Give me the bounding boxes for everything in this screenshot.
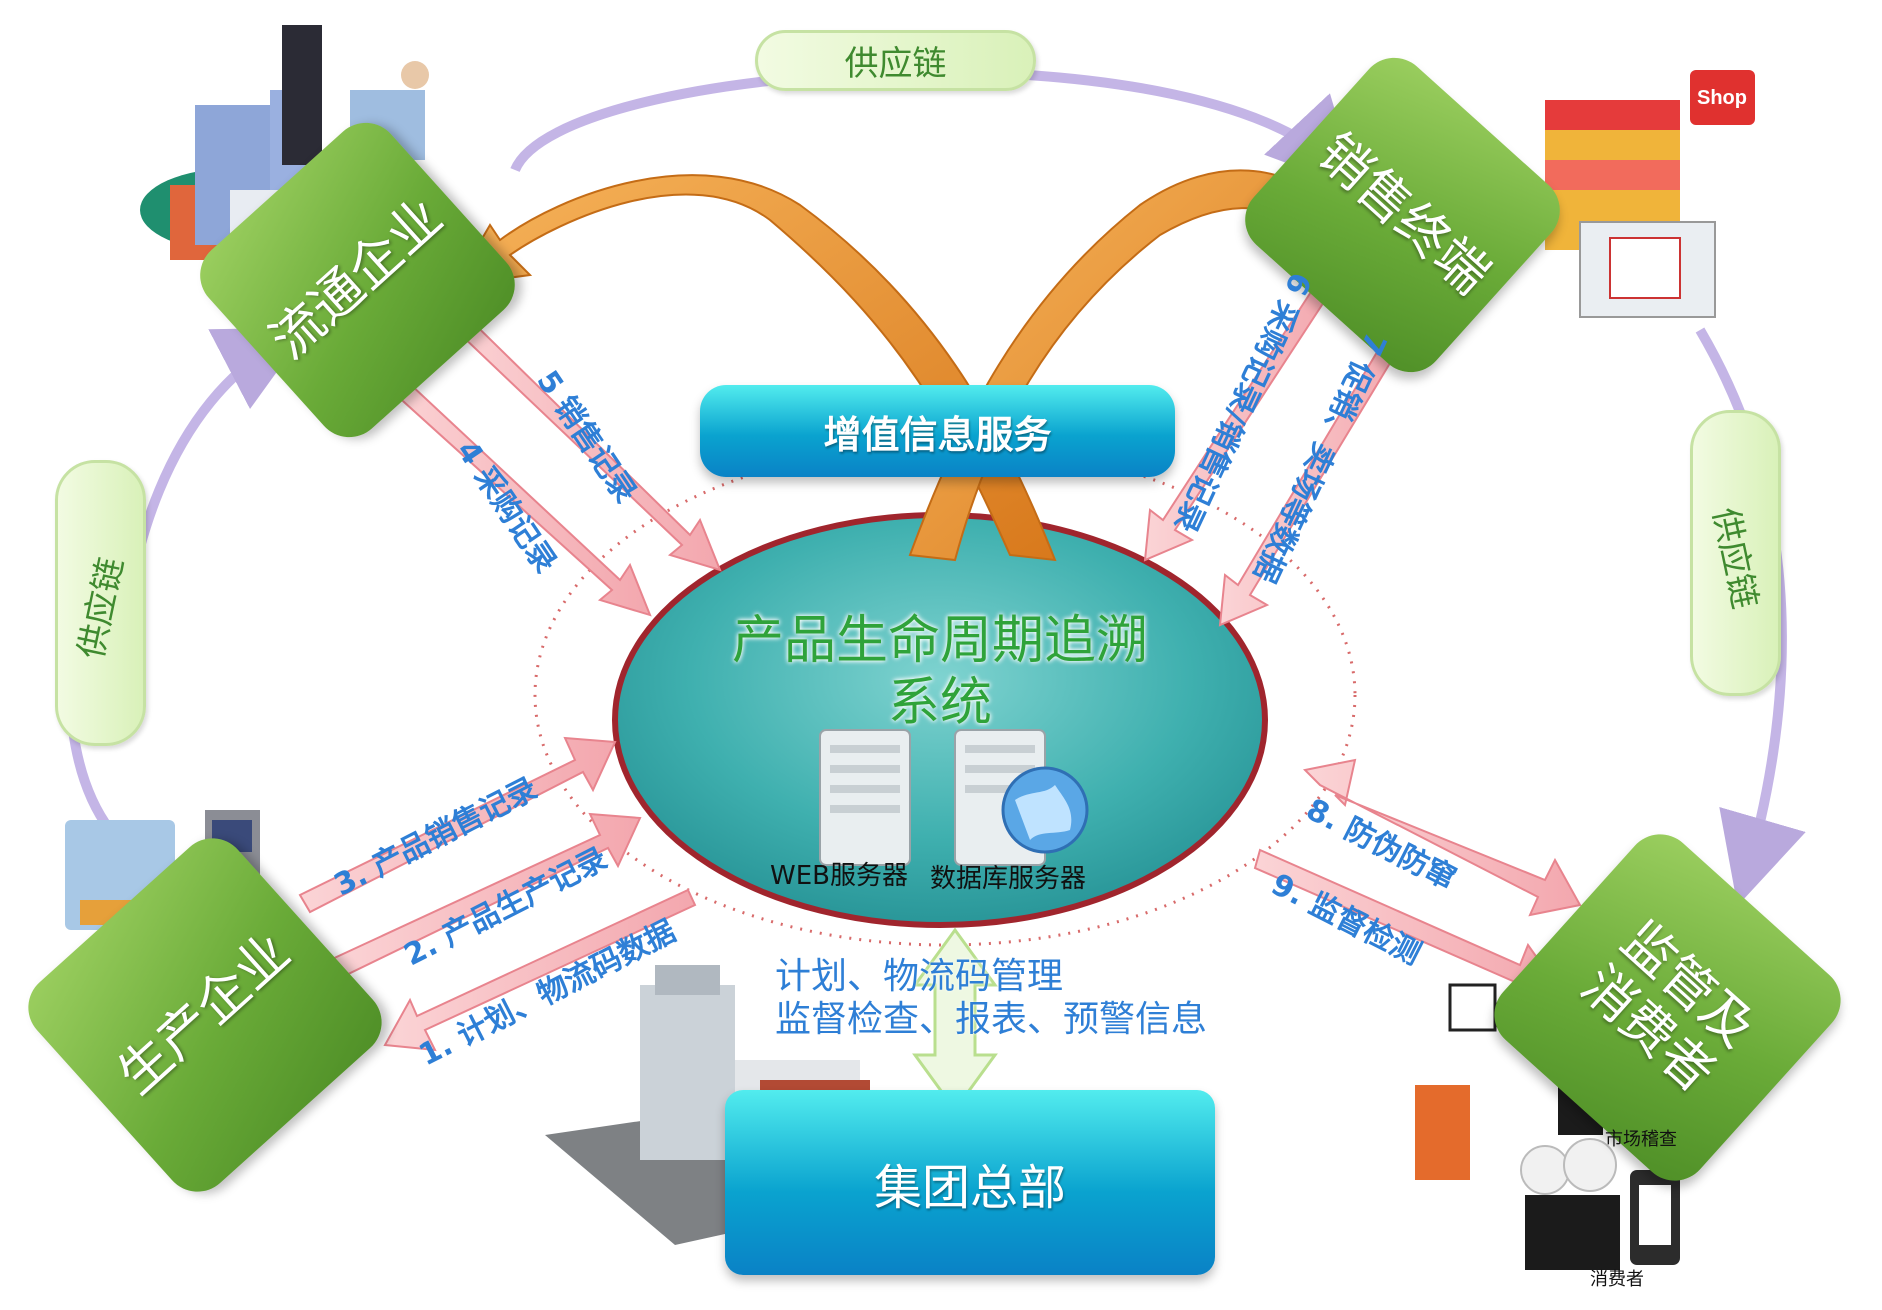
system-title-line2: 系统 <box>887 673 992 734</box>
system-dotted-ring <box>533 443 1357 947</box>
production-company-label: 生产企业 <box>107 922 302 1107</box>
supply-chain-pill-right: 供应链 <box>1690 410 1781 696</box>
hq-info-line1: 计划、物流码管理 <box>775 956 1064 997</box>
hq-info: 计划、物流码管理 监督检查、报表、预警信息 <box>775 955 1207 1041</box>
market-inspection-label: 市场稽查 <box>1605 1129 1677 1150</box>
value-added-service-bar[interactable]: 增值信息服务 <box>700 385 1175 477</box>
database-server-icon <box>954 729 1089 866</box>
headquarters-bar[interactable]: 集团总部 <box>725 1090 1215 1275</box>
hq-info-line2: 监督检查、报表、预警信息 <box>775 999 1208 1041</box>
shop-icon: Shop <box>1545 70 1755 318</box>
shop-sign: Shop <box>1697 87 1747 109</box>
system-title: 产品生命周期追溯 系统 <box>680 610 1200 735</box>
supply-chain-pill-left: 供应链 <box>55 460 146 746</box>
db-server-label: 数据库服务器 <box>930 864 1087 894</box>
consumer-label: 消费者 <box>1590 1269 1644 1290</box>
value-added-service-label: 增值信息服务 <box>823 412 1052 457</box>
value-added-arrows <box>453 169 1362 562</box>
distribution-company-label: 流通企业 <box>259 187 455 372</box>
retail-terminal-label: 销售终端 <box>1305 122 1501 307</box>
supply-chain-pill-top: 供应链 <box>755 30 1036 91</box>
headquarters-label: 集团总部 <box>873 1159 1066 1216</box>
web-server-label: WEB服务器 <box>770 861 908 891</box>
web-server-icon <box>819 729 911 866</box>
system-title-line1: 产品生命周期追溯 <box>731 611 1148 671</box>
flow-arrows <box>298 276 1582 1052</box>
